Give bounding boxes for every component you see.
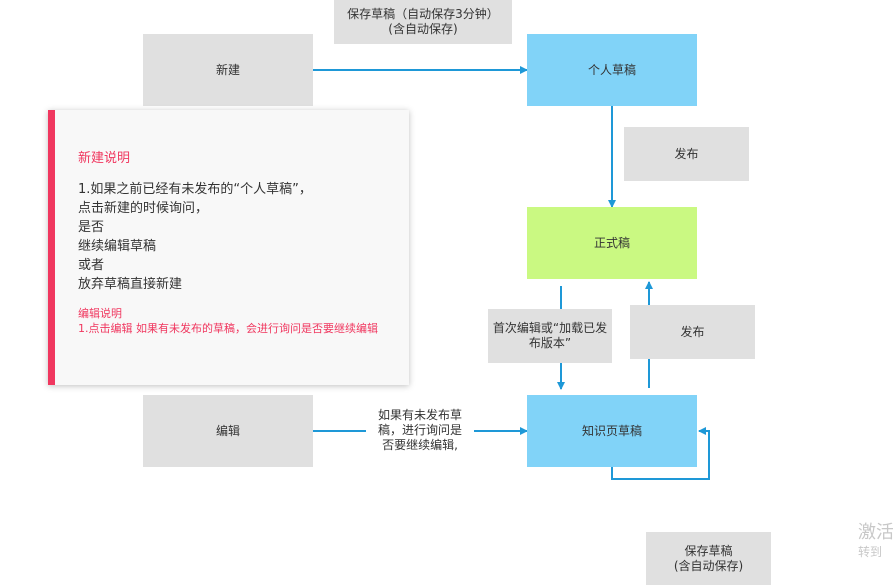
node-personal-draft: 个人草稿 bbox=[527, 34, 697, 106]
node-save-draft-top: 保存草稿（自动保存3分钟） (含自动保存) bbox=[334, 0, 512, 44]
edge-label-line: 如果有未发布草 bbox=[377, 408, 462, 422]
node-publish-1: 发布 bbox=[624, 127, 749, 181]
edge-label-line: 否要继续编辑, bbox=[382, 438, 458, 452]
watermark-line: 激活 bbox=[858, 522, 893, 543]
edge-label-edit: 如果有未发布草 稿，进行询问是 否要继续编辑, bbox=[366, 408, 474, 453]
node-new: 新建 bbox=[143, 34, 313, 106]
note-edit-section: 编辑说明 1.点击编辑 如果有未发布的草稿，会进行询问是否要继续编辑 bbox=[78, 306, 378, 336]
node-edit: 编辑 bbox=[143, 395, 313, 467]
node-label: 发布 bbox=[680, 324, 705, 339]
node-label: 首次编辑或“加载已发 bbox=[492, 321, 608, 335]
edge-label-line: 稿，进行询问是 bbox=[377, 423, 462, 437]
note-edit-title: 编辑说明 bbox=[78, 307, 122, 320]
node-label: 知识页草稿 bbox=[581, 423, 642, 438]
note-card: 新建说明 1.如果之前已经有未发布的“个人草稿”， 点击新建的时候询问， 是否 … bbox=[48, 110, 409, 385]
node-label: 保存草稿 bbox=[684, 543, 733, 558]
note-title: 新建说明 bbox=[78, 151, 131, 166]
arrow-kb-draft-self-loop bbox=[611, 427, 710, 480]
note-edit-body: 1.点击编辑 如果有未发布的草稿，会进行询问是否要继续编辑 bbox=[78, 322, 378, 335]
activation-watermark: 激活 转到 bbox=[858, 522, 893, 560]
node-label: 编辑 bbox=[215, 423, 240, 438]
note-body-line: 放弃草稿直接新建 bbox=[78, 277, 183, 292]
node-save-draft-bottom: 保存草稿 (含自动保存) bbox=[646, 532, 771, 585]
node-label: 布版本” bbox=[528, 336, 572, 350]
node-label: (含自动保存) bbox=[388, 22, 458, 36]
node-publish-2: 发布 bbox=[630, 305, 755, 359]
node-label: 保存草稿（自动保存3分钟） bbox=[347, 7, 499, 21]
node-label: 新建 bbox=[215, 62, 240, 77]
note-body-line: 点击新建的时候询问， bbox=[78, 201, 209, 216]
note-body-line: 是否 bbox=[78, 220, 105, 235]
node-label: 正式稿 bbox=[593, 235, 630, 250]
node-label: (含自动保存) bbox=[673, 558, 744, 573]
note-body-line: 或者 bbox=[78, 258, 105, 273]
node-first-edit: 首次编辑或“加载已发 布版本” bbox=[488, 309, 612, 363]
node-label: 个人草稿 bbox=[587, 62, 636, 77]
note-body: 1.如果之前已经有未发布的“个人草稿”， 点击新建的时候询问， 是否 继续编辑草… bbox=[78, 180, 312, 294]
note-body-line: 1.如果之前已经有未发布的“个人草稿”， bbox=[78, 182, 312, 197]
node-label: 发布 bbox=[674, 146, 699, 161]
node-official: 正式稿 bbox=[527, 207, 697, 279]
note-body-line: 继续编辑草稿 bbox=[78, 239, 157, 254]
watermark-line: 转到 bbox=[858, 545, 883, 559]
node-kb-draft: 知识页草稿 bbox=[527, 395, 697, 467]
